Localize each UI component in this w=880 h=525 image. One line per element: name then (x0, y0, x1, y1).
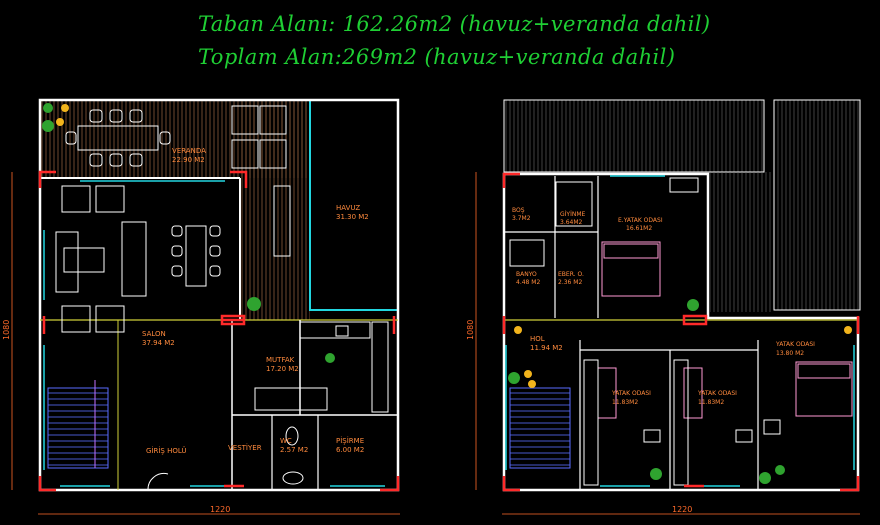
room-area-salon: 37.94 M2 (142, 339, 175, 347)
ground-floor-plan: VERANDA 22.90 M2 HAVUZ 31.30 M2 SALON 37… (2, 98, 400, 515)
room-name-wc: WC (280, 437, 292, 445)
room-area-hol: 11.94 M2 (530, 344, 563, 352)
room-area-pisirme: 6.00 M2 (336, 446, 364, 454)
room-name-eber: EBER. O. (558, 271, 584, 278)
room-name-vestiyer: VESTİYER (228, 443, 262, 452)
closets-and-desks (509, 177, 781, 486)
room-area-wc: 2.57 M2 (280, 446, 308, 454)
room-area-eber: 2.36 M2 (558, 279, 582, 286)
room-name-mutfak: MUTFAK (266, 356, 295, 364)
toilet (285, 426, 299, 446)
room-name-salon: SALON (142, 330, 166, 338)
ground-height-dimension: 1080 (2, 320, 11, 340)
room-area-yatak-odasi-2: 11.83M2 (698, 399, 724, 406)
room-area-bos: 3.7M2 (512, 215, 531, 222)
upper-height-dimension: 1080 (466, 320, 475, 340)
total-base-area-title: Taban Alanı: 162.26m2 (havuz+veranda dah… (198, 12, 711, 36)
room-area-giyinme: 3.64M2 (560, 219, 583, 226)
roof-area (773, 99, 861, 311)
ground-outer-wall (38, 98, 400, 492)
room-area-yatak-odasi-1: 11.83M2 (612, 399, 638, 406)
room-name-e-yatak-odasi: E.YATAK ODASI (618, 217, 663, 224)
sink (282, 471, 304, 485)
plants (42, 103, 335, 363)
structural-columns (38, 170, 400, 492)
pool-deck (240, 100, 310, 320)
roof-area (503, 99, 765, 173)
room-name-bos: BOŞ (512, 207, 525, 214)
room-name-yatak-odasi-3: YATAK ODASI (775, 341, 815, 348)
dining-table (77, 125, 159, 151)
room-name-yatak-odasi-1: YATAK ODASI (611, 390, 651, 397)
plants (508, 299, 852, 484)
dining-chairs (65, 109, 171, 167)
room-name-banyo: BANYO (516, 271, 537, 278)
room-area-banyo: 4.48 M2 (516, 279, 540, 286)
roof-area (710, 172, 772, 312)
upper-floor-plan: BOŞ 3.7M2 GİYİNME 3.64M2 E.YATAK ODASI 1… (466, 99, 861, 515)
ground-width-dimension: 1220 (210, 505, 230, 514)
beds (597, 241, 853, 419)
total-area-title: Toplam Alan:269m2 (havuz+veranda dahil) (198, 45, 676, 69)
sun-loungers (231, 105, 287, 169)
structural-columns (502, 172, 860, 492)
room-area-e-yatak-odasi: 16.61M2 (626, 225, 652, 232)
room-name-veranda: VERANDA (172, 147, 206, 155)
staircase (509, 387, 571, 469)
living-furniture (55, 185, 291, 333)
room-name-giyinme: GİYİNME (560, 211, 586, 218)
kitchen-furniture (254, 321, 389, 413)
room-name-yatak-odasi-2: YATAK ODASI (697, 390, 737, 397)
room-name-pisirme: PİŞİRME (336, 436, 364, 445)
room-name-giris-holu: GİRİŞ HOLÜ (146, 446, 187, 455)
room-name-havuz: HAVUZ (336, 204, 360, 212)
room-area-veranda: 22.90 M2 (172, 156, 205, 164)
room-area-havuz: 31.30 M2 (336, 213, 369, 221)
upper-width-dimension: 1220 (672, 505, 692, 514)
room-area-mutfak: 17.20 M2 (266, 365, 299, 373)
room-name-hol: HOL (530, 335, 545, 343)
entry-door (147, 473, 169, 491)
staircase (47, 387, 109, 469)
room-area-yatak-odasi-3: 13.80 M2 (776, 350, 804, 357)
